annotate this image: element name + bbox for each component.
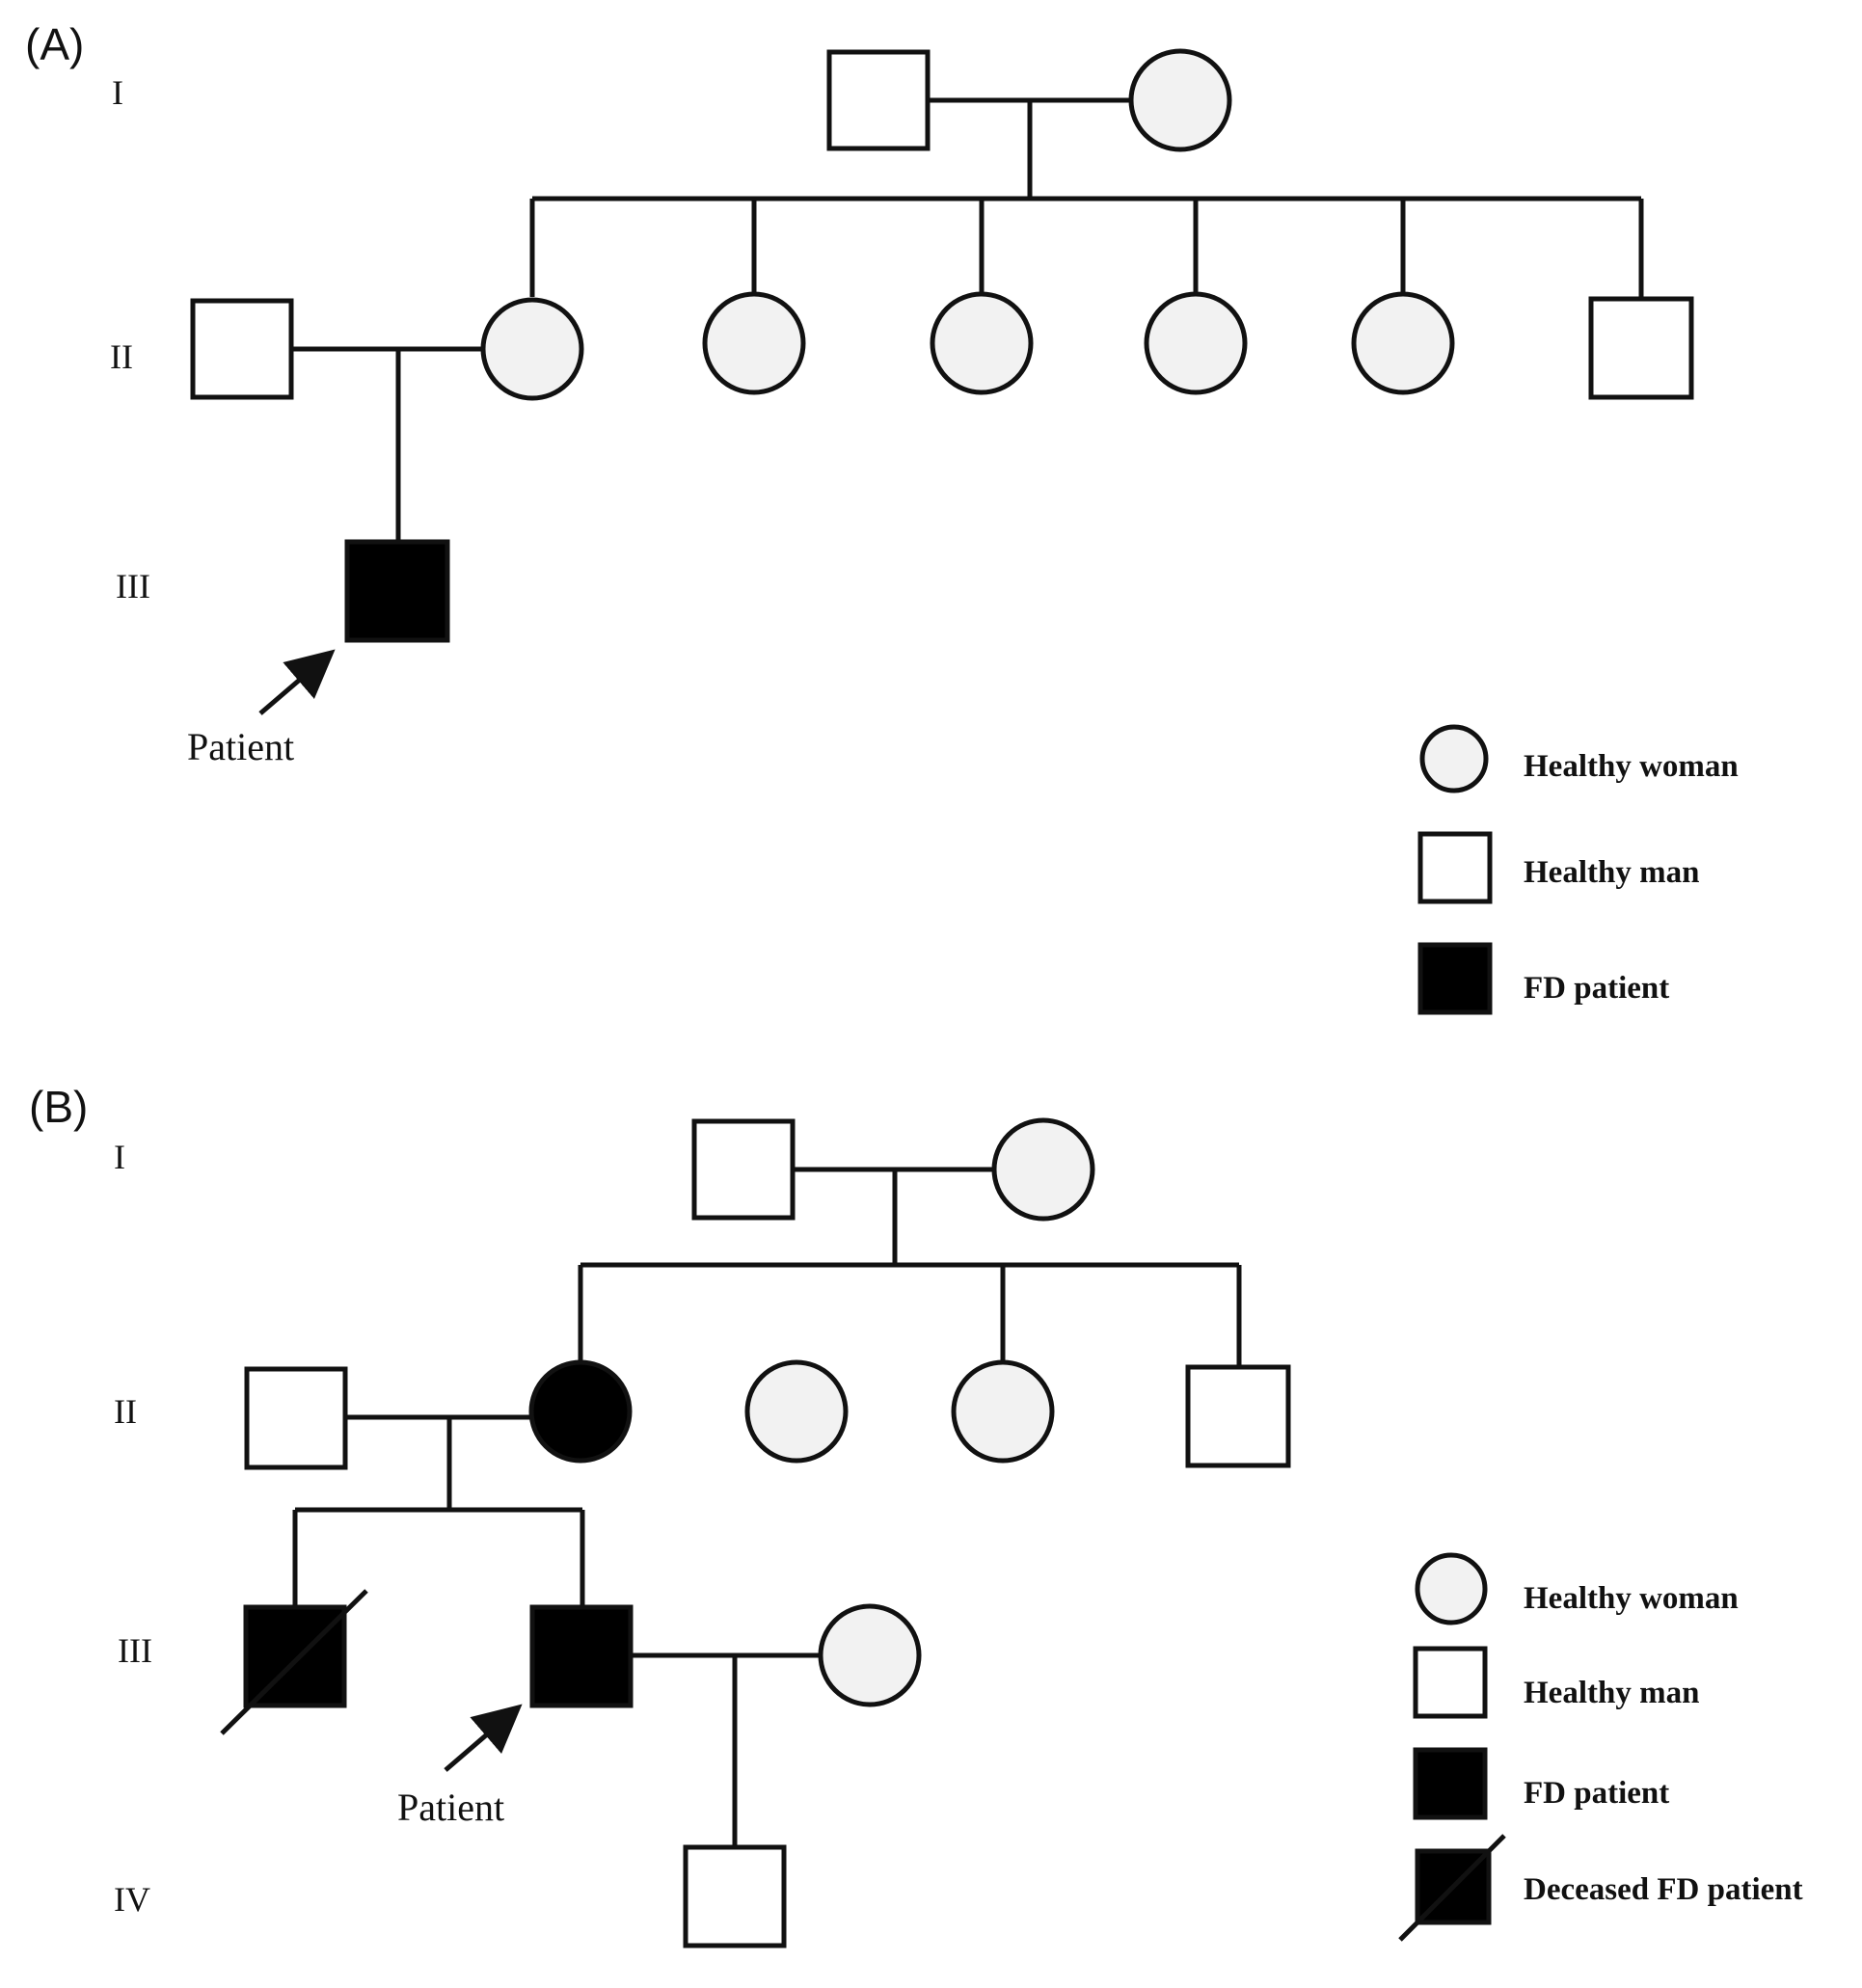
legend-a: Healthy woman Healthy man FD patient	[1417, 724, 1739, 1015]
panel-a-label: (A)	[25, 19, 84, 69]
panel-b-label: (B)	[29, 1082, 88, 1132]
proband-arrow	[258, 649, 336, 715]
legend-symbol-healthy-woman	[1419, 724, 1489, 793]
pedigree-female-b-III-spouse	[818, 1603, 922, 1707]
legend-label-fd-patient: FD patient	[1524, 971, 1669, 1006]
legend-symbol-healthy-man	[1413, 1646, 1488, 1719]
legend-symbol-healthy-woman	[1415, 1552, 1488, 1625]
legend-label-deceased-fd-patient: Deceased FD patient	[1524, 1872, 1803, 1907]
pedigree-male-a-I-1	[826, 49, 931, 151]
legend-label-fd-patient: FD patient	[1524, 1776, 1669, 1811]
pedigree-female-b-II-1-affected	[528, 1359, 633, 1464]
pedigree-female-a-II-4	[1144, 291, 1248, 395]
pedigree-female-b-II-2	[744, 1359, 849, 1464]
pedigree-male-a-II-6	[1588, 296, 1694, 400]
legend-symbol-fd-patient	[1413, 1747, 1488, 1820]
pedigree-male-b-III-2-affected	[529, 1604, 634, 1708]
legend-symbol-fd-patient	[1417, 942, 1493, 1015]
legend-label-healthy-man: Healthy man	[1524, 855, 1699, 890]
generation-label-a-1: I	[112, 73, 123, 112]
pedigree-male-b-III-1-deceased-affected	[243, 1604, 347, 1708]
proband-label-b: Patient	[397, 1786, 504, 1829]
pedigree-male-a-III-1-affected	[344, 539, 450, 643]
pedigree-female-a-II-2	[702, 291, 806, 395]
pedigree-male-a-II-spouse	[190, 298, 294, 400]
pedigree-male-b-II-4	[1185, 1364, 1291, 1468]
legend-b: Healthy woman Healthy man FD patient Dec…	[1398, 1552, 1803, 1942]
generation-label-b-4: IV	[114, 1880, 150, 1919]
pedigree-female-a-II-3	[930, 291, 1034, 395]
legend-label-healthy-woman: Healthy woman	[1524, 749, 1739, 784]
generation-label-b-3: III	[118, 1631, 152, 1670]
pedigree-female-b-II-3	[951, 1359, 1055, 1464]
pedigree-female-a-I-2	[1128, 48, 1232, 152]
generation-label-a-2: II	[110, 337, 133, 376]
legend-symbol-healthy-man	[1417, 831, 1493, 904]
proband-label-a: Patient	[187, 725, 294, 768]
pedigree-male-b-I-1	[691, 1118, 796, 1221]
pedigree-female-b-I-2	[991, 1117, 1095, 1222]
generation-label-b-2: II	[114, 1392, 137, 1431]
proband-arrow	[444, 1704, 523, 1772]
pedigree-male-b-II-spouse	[244, 1366, 348, 1470]
deceased-slash	[220, 1589, 368, 1735]
generation-label-b-1: I	[114, 1138, 125, 1176]
generation-label-a-3: III	[116, 567, 150, 605]
pedigree-female-a-II-1	[480, 297, 584, 401]
panel-b: (B) I II III IV Patient	[29, 1082, 1803, 1948]
pedigree-male-b-IV-1	[683, 1844, 787, 1948]
panel-a: (A) I II III Patient	[25, 19, 1739, 1015]
deceased-slash	[1398, 1834, 1506, 1942]
legend-label-healthy-woman: Healthy woman	[1524, 1581, 1739, 1616]
legend-label-healthy-man: Healthy man	[1524, 1676, 1699, 1710]
pedigree-female-a-II-5	[1351, 291, 1455, 395]
